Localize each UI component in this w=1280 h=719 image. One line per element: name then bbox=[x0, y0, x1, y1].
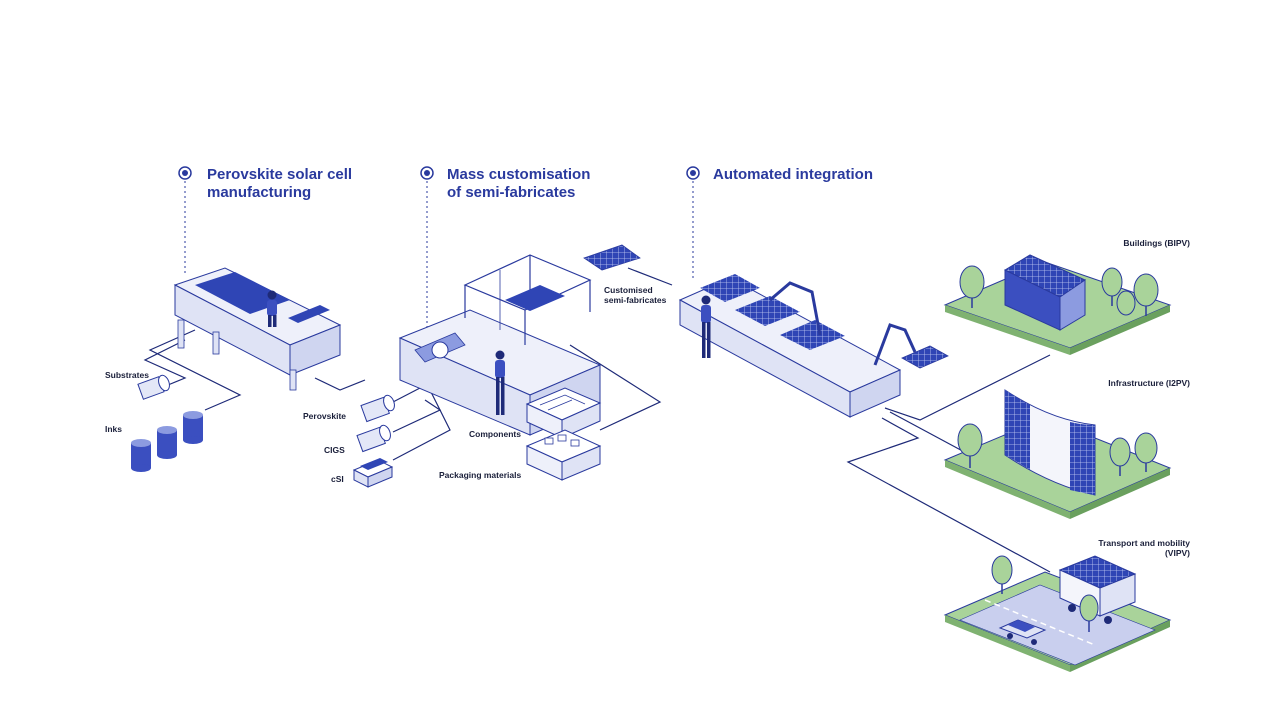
label-bipv: Buildings (BIPV) bbox=[1123, 238, 1190, 248]
stage-title-customisation: Mass customisation of semi-fabricates bbox=[447, 166, 591, 201]
label-components: Components bbox=[469, 429, 521, 439]
transport-scene bbox=[943, 555, 1172, 672]
connection-lines bbox=[143, 267, 1051, 573]
csi-tray bbox=[352, 458, 394, 488]
substrate-roll bbox=[137, 374, 170, 400]
stage-title-integration: Automated integration bbox=[713, 166, 873, 183]
customisation-machine bbox=[398, 244, 641, 436]
packaging-box bbox=[525, 429, 602, 481]
perovskite-roll bbox=[360, 394, 395, 423]
label-semi-fabricates: Customised semi-fabricates bbox=[604, 285, 667, 305]
infrastructure-scene bbox=[943, 389, 1172, 519]
label-substrates: Substrates bbox=[105, 370, 149, 380]
label-inks: Inks bbox=[105, 424, 123, 434]
components-box bbox=[525, 387, 602, 439]
building-scene bbox=[943, 254, 1172, 355]
cigs-roll bbox=[356, 424, 391, 453]
perovskite-machine bbox=[173, 267, 342, 391]
label-csi: cSI bbox=[331, 474, 344, 484]
label-vipv: Transport and mobility (VIPV) bbox=[1098, 538, 1190, 558]
integration-line bbox=[678, 274, 949, 418]
label-packaging-materials: Packaging materials bbox=[439, 470, 522, 480]
stage-marker-2 bbox=[420, 166, 434, 328]
ink-barrels bbox=[131, 411, 203, 472]
label-i2pv: Infrastructure (I2PV) bbox=[1108, 378, 1190, 388]
stage-marker-1 bbox=[178, 166, 192, 275]
stage-marker-3 bbox=[686, 166, 700, 278]
stage-title-perovskite: Perovskite solar cell manufacturing bbox=[207, 166, 353, 201]
label-perovskite: Perovskite bbox=[303, 411, 346, 421]
label-cigs: CIGS bbox=[324, 445, 345, 455]
